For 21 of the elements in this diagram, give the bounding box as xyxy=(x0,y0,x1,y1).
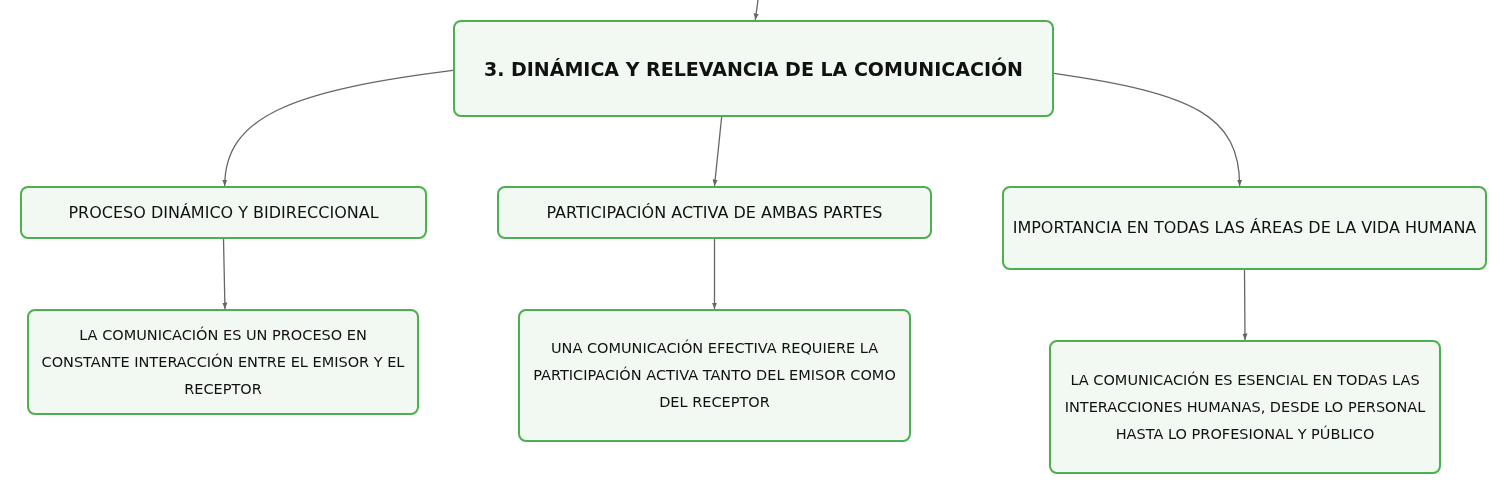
connector-arrow xyxy=(753,0,759,21)
subtopic-box xyxy=(1002,186,1487,270)
connector-arrow xyxy=(711,238,718,310)
connector-arrow xyxy=(222,69,454,187)
connector-arrow xyxy=(1053,72,1242,187)
connector-arrow xyxy=(222,238,228,310)
node-text: UNA COMUNICACIÓN EFECTIVA REQUIERE LA PARTICIPACIÓN ACTIVA TANTO DEL EMISOR COMO DEL RECEPTOR xyxy=(532,338,897,412)
subtopic-box xyxy=(518,309,911,442)
connector-arrow xyxy=(1242,269,1248,341)
node-text: PARTICIPACIÓN ACTIVA DE AMBAS PARTES xyxy=(546,201,883,224)
connector-arrow xyxy=(712,116,723,187)
node-text: LA COMUNICACIÓN ES ESENCIAL EN TODAS LAS INTERACCIONES HUMANAS, DESDE LO PERSONAL HASTA LO PROFESIONAL Y PÚBLICO xyxy=(1063,370,1427,444)
node-text: LA COMUNICACIÓN ES UN PROCESO EN CONSTANTE INTERACCIÓN ENTRE EL EMISOR Y EL RECEPTOR xyxy=(40,325,406,399)
subtopic-box xyxy=(1049,340,1441,474)
subtopic-box xyxy=(497,186,932,239)
node-text: IMPORTANCIA EN TODAS LAS ÁREAS DE LA VIDA HUMANA xyxy=(1012,217,1477,239)
topic-box xyxy=(453,20,1054,117)
subtopic-box xyxy=(20,186,427,239)
subtopic-box xyxy=(27,309,419,415)
node-text: PROCESO DINÁMICO Y BIDIRECCIONAL xyxy=(68,201,379,224)
topic-title: 3. DINÁMICA Y RELEVANCIA DE LA COMUNICACIÓN xyxy=(483,56,1024,82)
